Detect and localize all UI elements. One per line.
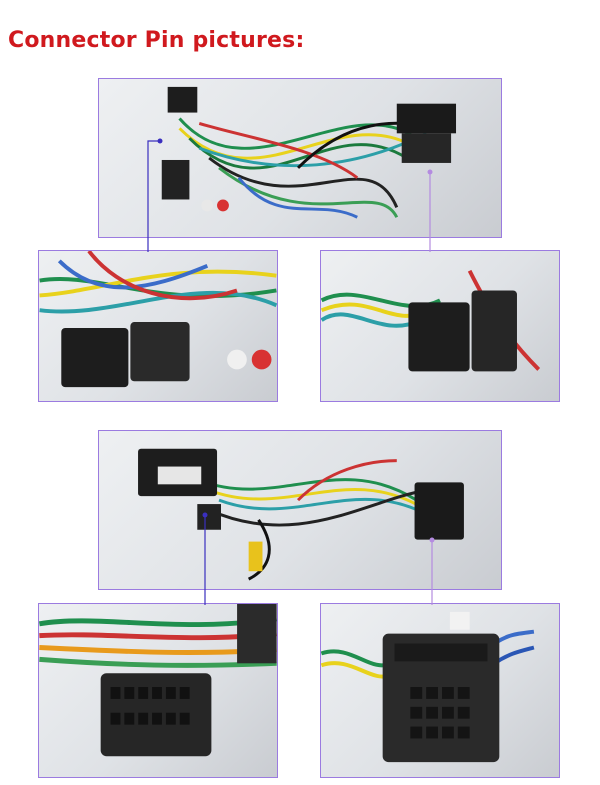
- connector-vehicle-illustration: [321, 611, 535, 763]
- harness-canbus-illustration: [138, 448, 464, 581]
- page-title: Connector Pin pictures:: [8, 28, 305, 53]
- connector-photo-vehicle: [320, 603, 560, 778]
- connector-16pin-illustration: [39, 251, 277, 388]
- connector-20pin-illustration: [39, 604, 277, 757]
- connector-photo-16pin: [38, 250, 278, 402]
- harness-photo-bottom: [98, 430, 502, 590]
- connector-photo-20pin: [38, 603, 278, 778]
- harness-illustration: [161, 86, 457, 219]
- connector-photo-iso: [320, 250, 560, 402]
- harness-photo-top: [98, 78, 502, 238]
- connector-iso-illustration: [321, 269, 541, 372]
